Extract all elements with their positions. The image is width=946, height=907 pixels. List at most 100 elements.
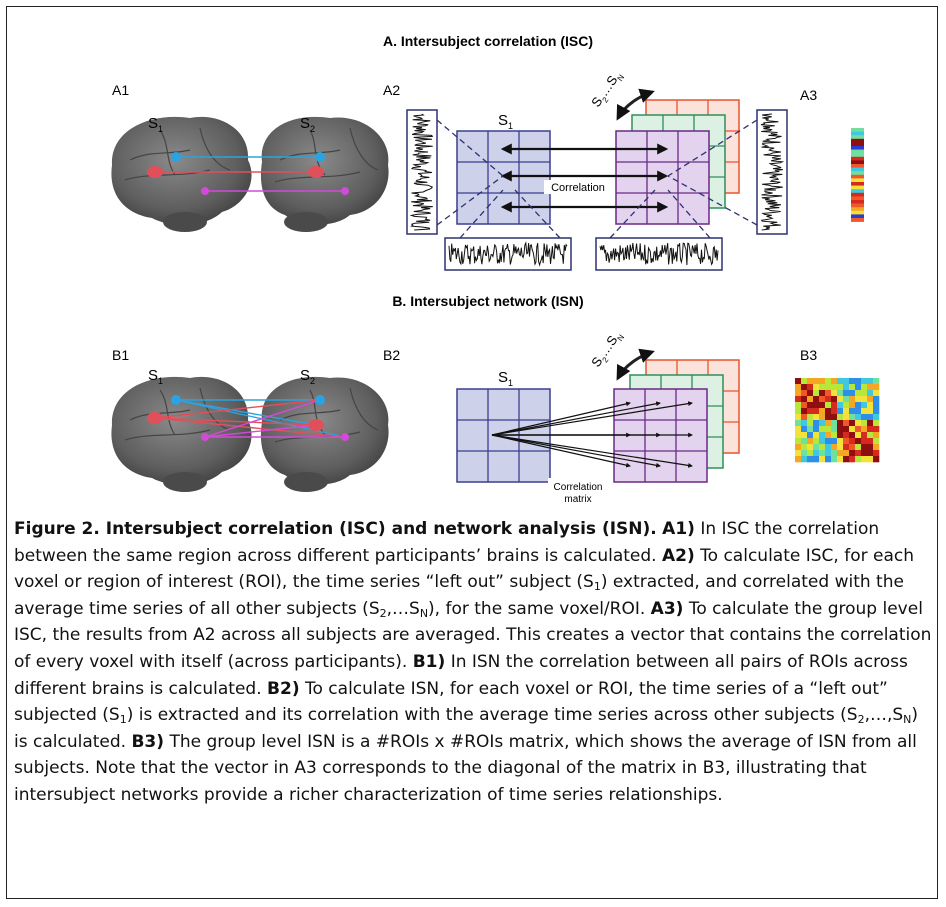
b3-matrix-cell	[843, 438, 850, 445]
b3-matrix-cell	[837, 450, 844, 457]
b3-matrix-cell	[873, 414, 880, 421]
panel-label-b1: B1	[112, 347, 129, 363]
b3-matrix-cell	[831, 402, 838, 409]
b3-matrix-cell	[873, 390, 880, 397]
b3-matrix-cell	[819, 438, 826, 445]
a2-diagram: S1 S2…SN Correlation	[406, 72, 788, 271]
b3-matrix-cell	[807, 390, 814, 397]
caption-b2-label: B2)	[267, 678, 300, 699]
b3-matrix-cell	[807, 378, 814, 385]
a3-vector-cell	[851, 200, 864, 204]
b3-matrix-cell	[831, 450, 838, 457]
b3-matrix-cell	[855, 402, 862, 409]
svg-text:S2…SN: S2…SN	[588, 328, 626, 372]
b3-matrix-cell	[795, 450, 802, 457]
b3-matrix-cell	[825, 450, 832, 457]
b3-matrix-cell	[867, 396, 874, 403]
b3-matrix-cell	[867, 456, 874, 463]
b3-matrix-cell	[837, 402, 844, 409]
b3-matrix-cell	[843, 408, 850, 415]
b2-correlation-label-1: Correlation	[554, 482, 603, 493]
caption-b2-text-1: To calculate ISN, for each voxel or ROI,…	[14, 678, 888, 726]
b3-matrix-cell	[807, 456, 814, 463]
b3-matrix-cell	[837, 396, 844, 403]
b3-matrix-cell	[837, 408, 844, 415]
b3-matrix-cell	[801, 432, 808, 439]
b3-matrix-cell	[813, 378, 820, 385]
b3-matrix-cell	[813, 456, 820, 463]
caption-b3-label: B3)	[131, 731, 165, 752]
b3-matrix-cell	[807, 450, 814, 457]
b3-matrix-cell	[861, 420, 868, 427]
b3-matrix-cell	[795, 456, 802, 463]
b3-matrix-cell	[825, 432, 832, 439]
b3-matrix-cell	[861, 396, 868, 403]
panel-label-b3: B3	[800, 347, 817, 363]
b3-matrix-cell	[849, 378, 856, 385]
b3-matrix-cell	[801, 426, 808, 433]
b3-matrix-cell	[813, 390, 820, 397]
b3-matrix-cell	[819, 426, 826, 433]
a3-vector-cell	[851, 142, 864, 147]
b3-matrix-cell	[849, 396, 856, 403]
b3-matrix-cell	[861, 384, 868, 391]
b3-matrix-cell	[825, 414, 832, 421]
b3-matrix-cell	[801, 378, 808, 385]
b3-matrix-cell	[813, 444, 820, 451]
caption-a2-text-1: To calculate ISC, for each voxel or regi…	[14, 545, 914, 593]
b3-matrix-cell	[843, 450, 850, 457]
b3-matrix-cell	[843, 396, 850, 403]
a3-vector-cell	[851, 210, 864, 215]
caption-sub: N	[903, 713, 912, 727]
b3-matrix-cell	[861, 456, 868, 463]
a3-vector-cell	[851, 167, 864, 172]
b3-matrix-cell	[801, 438, 808, 445]
b3-matrix-cell	[819, 450, 826, 457]
a2-grid-blue	[456, 130, 551, 225]
b3-matrix-cell	[873, 396, 880, 403]
caption-sub: 2	[379, 606, 387, 620]
b3-isn-matrix	[795, 378, 880, 463]
b2-diagram: S1 S2…SN Correlation matrix	[456, 328, 740, 506]
b2-stack-label: S2…SN	[588, 328, 626, 372]
a3-vector-cell	[851, 192, 864, 197]
b3-matrix-cell	[861, 438, 868, 445]
b3-matrix-cell	[795, 444, 802, 451]
b3-matrix-cell	[867, 390, 874, 397]
a3-vector-cell	[851, 164, 864, 168]
b3-matrix-cell	[831, 378, 838, 385]
b3-matrix-cell	[831, 390, 838, 397]
a3-vector-cell	[851, 135, 864, 140]
b3-matrix-cell	[867, 420, 874, 427]
b3-matrix-cell	[813, 432, 820, 439]
b3-matrix-cell	[831, 396, 838, 403]
caption-title: Figure 2. Intersubject correlation (ISC)…	[14, 519, 657, 539]
a3-vector-cell	[851, 149, 864, 154]
b3-matrix-cell	[873, 408, 880, 415]
panel-label-a1: A1	[112, 82, 129, 98]
b1-s1-label: S1	[148, 367, 163, 386]
b3-matrix-cell	[855, 432, 862, 439]
a2-correlation-label: Correlation	[551, 182, 605, 194]
b3-matrix-cell	[801, 414, 808, 421]
b3-matrix-cell	[807, 426, 814, 433]
a3-vector-cell	[851, 138, 864, 143]
a3-vector-cell	[851, 153, 864, 158]
b3-matrix-cell	[849, 426, 856, 433]
b3-matrix-cell	[837, 384, 844, 391]
b3-matrix-cell	[831, 384, 838, 391]
b3-matrix-cell	[831, 456, 838, 463]
b3-matrix-cell	[795, 432, 802, 439]
b3-matrix-cell	[825, 396, 832, 403]
b3-matrix-cell	[813, 426, 820, 433]
b3-matrix-cell	[855, 456, 862, 463]
b3-matrix-cell	[849, 402, 856, 409]
b3-matrix-cell	[813, 450, 820, 457]
caption-sub: 2	[857, 713, 865, 727]
a3-vector-cell	[851, 182, 864, 186]
section-b-title: B. Intersubject network (ISN)	[392, 293, 583, 309]
b3-matrix-cell	[825, 402, 832, 409]
b3-matrix-cell	[831, 432, 838, 439]
b3-matrix-cell	[819, 408, 826, 415]
b3-matrix-cell	[795, 396, 802, 403]
